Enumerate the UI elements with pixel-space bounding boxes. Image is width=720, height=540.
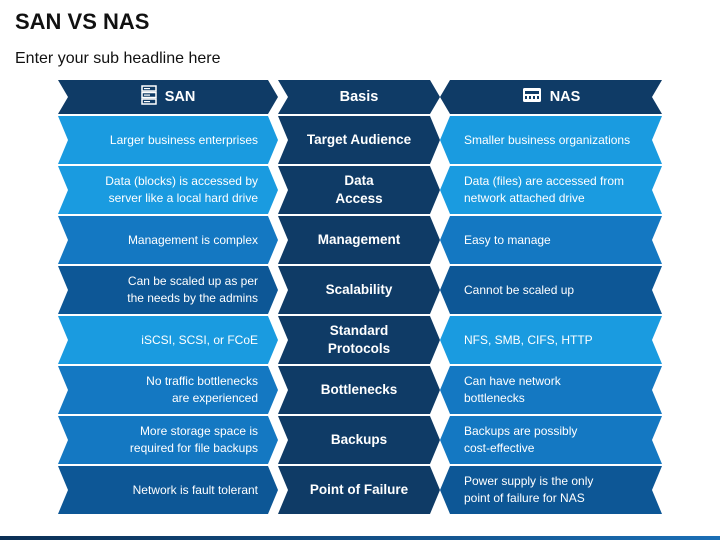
page-title: SAN VS NAS xyxy=(15,9,150,34)
row-8-basis-text: Point of Failure xyxy=(309,482,409,497)
row-2-nas-cell xyxy=(440,166,662,214)
row-5-nas-text: NFS, SMB, CIFS, HTTP xyxy=(464,332,593,347)
row-5-basis-text: Standard Protocols xyxy=(327,323,391,356)
header-basis xyxy=(278,80,440,114)
row-7-nas-cell xyxy=(440,416,662,464)
row-1-san-cell xyxy=(58,116,278,164)
row-6-san-cell xyxy=(58,366,278,414)
row-7-basis-cell xyxy=(278,416,440,464)
nas-storage-icon xyxy=(522,86,542,108)
row-1-nas-text: Smaller business organizations xyxy=(464,132,631,147)
header-nas-title: NAS xyxy=(440,80,662,114)
row-6-basis-cell xyxy=(278,366,440,414)
header-nas xyxy=(440,80,662,114)
row-4-nas-text: Cannot be scaled up xyxy=(464,282,575,297)
page-subtitle: Enter your sub headline here xyxy=(15,50,221,67)
row-3-nas-text: Easy to manage xyxy=(464,232,551,247)
row-4-basis-text: Scalability xyxy=(325,282,393,297)
row-4-nas-cell xyxy=(440,266,662,314)
row-8-nas-text: Power supply is the only point of failur… xyxy=(464,474,594,505)
row-8-san-cell xyxy=(58,466,278,514)
row-3-san-text: Management is complex xyxy=(127,232,258,247)
row-8-nas-cell xyxy=(440,466,662,514)
row-1-basis-cell xyxy=(278,116,440,164)
row-5-basis-cell xyxy=(278,316,440,364)
row-3-san-cell xyxy=(58,216,278,264)
row-7-san-text: More storage space is required for file … xyxy=(129,424,258,455)
row-8-san-text: Network is fault tolerant xyxy=(132,482,258,497)
row-3-basis-text: Management xyxy=(317,232,401,247)
row-6-basis-text: Bottlenecks xyxy=(320,382,398,397)
row-2-nas-text: Data (files) are accessed from network a… xyxy=(464,174,625,205)
row-6-nas-text: Can have network bottlenecks xyxy=(464,374,561,405)
header-san xyxy=(58,80,278,114)
row-5-nas-cell xyxy=(440,316,662,364)
row-2-san-text: Data (blocks) is accessed by server like… xyxy=(105,174,258,205)
row-4-san-text: Can be scaled up as per the needs by the… xyxy=(127,274,258,305)
row-5-san-cell xyxy=(58,316,278,364)
row-3-basis-cell xyxy=(278,216,440,264)
header-basis-title: Basis xyxy=(278,80,440,114)
row-4-basis-cell xyxy=(278,266,440,314)
header-san-title-label: SAN xyxy=(164,89,196,105)
header-basis-title-label: Basis xyxy=(339,89,379,105)
row-1-basis-text: Target Audience xyxy=(306,132,412,147)
row-2-basis-cell xyxy=(278,166,440,214)
row-2-san-cell xyxy=(58,166,278,214)
server-rack-icon xyxy=(140,85,157,109)
row-2-basis-text: Data Access xyxy=(335,173,383,206)
row-6-san-text: No traffic bottlenecks are experienced xyxy=(146,374,258,405)
bottom-accent-bar xyxy=(0,536,720,540)
header-san-title: SAN xyxy=(58,80,278,114)
row-1-nas-cell xyxy=(440,116,662,164)
row-5-san-text: iSCSI, SCSI, or FCoE xyxy=(141,332,258,347)
row-7-nas-text: Backups are possibly cost-effective xyxy=(464,424,578,455)
row-6-nas-cell xyxy=(440,366,662,414)
row-7-san-cell xyxy=(58,416,278,464)
row-8-basis-cell xyxy=(278,466,440,514)
row-1-san-text: Larger business enterprises xyxy=(109,132,258,147)
row-3-nas-cell xyxy=(440,216,662,264)
row-4-san-cell xyxy=(58,266,278,314)
row-7-basis-text: Backups xyxy=(330,432,388,447)
header-nas-title-label: NAS xyxy=(549,89,581,105)
